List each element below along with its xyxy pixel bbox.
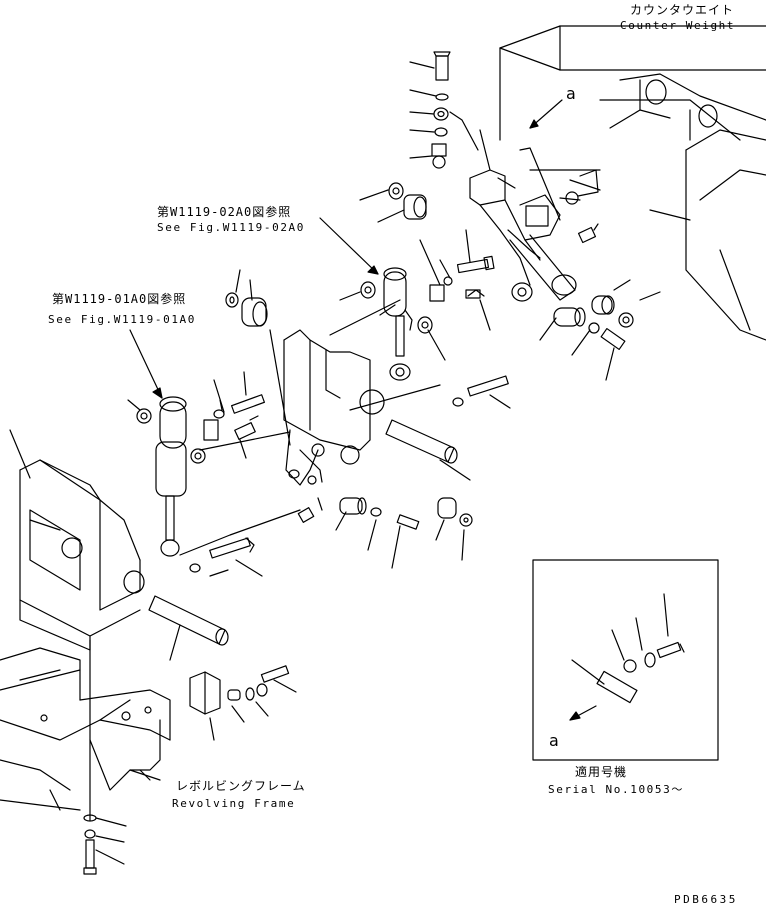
fig-02a0-ref-en: See Fig.W1119-02A0 [157,221,306,234]
top-bolt-stack [409,51,479,169]
upper-pins [339,182,495,361]
upper-link-assembly [469,129,601,302]
serial-label-en: Serial No.10053～ [548,783,684,796]
revolving-frame-label-en: Revolving Frame [172,797,296,810]
counter-weight [499,25,766,341]
center-bracket [199,299,441,523]
lower-clamps [203,269,291,459]
bottom-bolt [83,814,127,875]
fig-01a0-ref-jp: 第W1119-01A0図参照 [52,292,187,306]
counter-weight-label-en: Counter Weight [620,19,736,32]
fig-01a0-ref-en: See Fig.W1119-01A0 [48,313,197,326]
lower-cylinder [127,329,301,557]
lower-bolt [189,537,263,577]
view-a-arrow [529,99,563,129]
revolving-frame [0,639,171,821]
view-a-label-inset: a [549,731,559,750]
fig-02a0-ref-jp: 第W1119-02A0図参照 [157,205,292,219]
counter-weight-label-jp: カウンタウエイト [630,3,735,17]
upper-cylinder [319,217,413,381]
revolving-frame-label-jp: レボルビングフレーム [176,779,306,793]
serial-label-jp: 適用号機 [575,765,628,779]
drawing-number: PDB6635 [674,893,738,906]
detail-inset [532,559,719,761]
view-a-label-top: a [566,84,576,103]
lower-plate [189,665,297,741]
long-pins [148,419,471,661]
left-bracket [9,429,145,651]
right-pins [539,279,661,381]
center-fasteners [335,375,511,569]
